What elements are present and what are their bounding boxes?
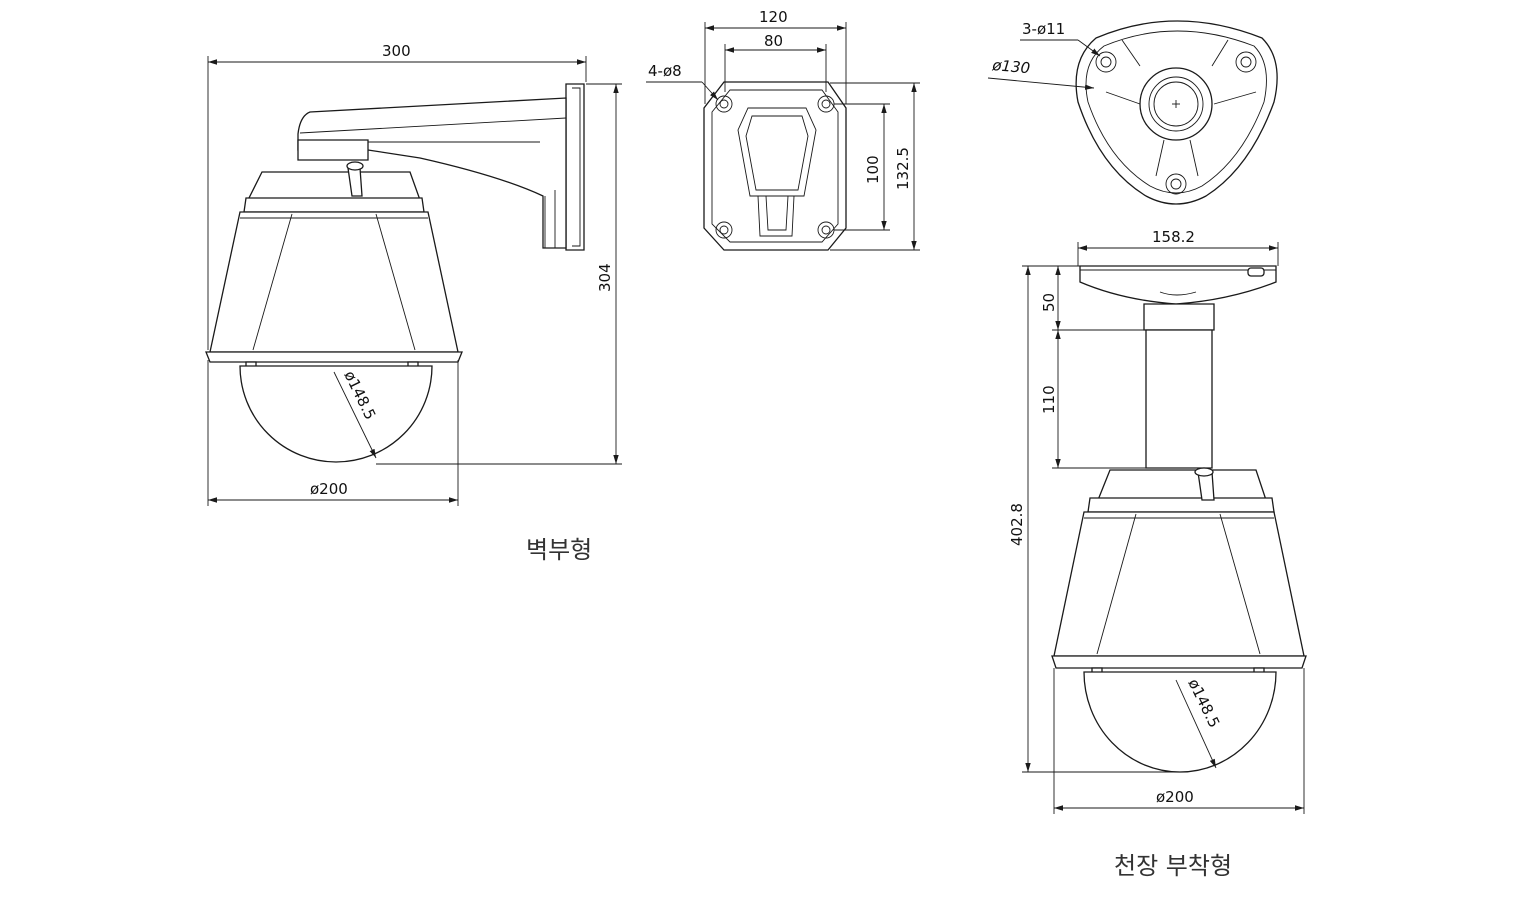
dome-lens [239, 365, 433, 463]
wall-bracket-arm [297, 97, 567, 249]
ceiling-mount-view: ø148.5 158.2 50 110 402.8 ø200 천장 부착형 [1008, 228, 1307, 880]
mounting-plate-view: 120 80 4-ø8 100 132.5 [646, 8, 920, 251]
ceiling-dome-lens [1083, 671, 1277, 773]
wall-base-dim: ø200 [310, 480, 348, 498]
mounting-plate [703, 81, 847, 251]
ceiling-holes-dim: 3-ø11 [1022, 20, 1065, 38]
plate-holes-dim: 4-ø8 [648, 62, 682, 80]
ceiling-circle-dim: ø130 [991, 56, 1031, 77]
housing-body [209, 211, 459, 353]
ceiling-housing-body [1053, 511, 1305, 657]
ceiling-pipe-dim: 110 [1040, 385, 1058, 414]
wall-mount-caption: 벽부형 [526, 536, 592, 564]
ceiling-cap [1079, 265, 1277, 305]
ceiling-mount-caption: 천장 부착형 [1114, 852, 1232, 880]
plate-outer-height-dim: 132.5 [894, 147, 912, 190]
wall-width-dim: 300 [382, 42, 411, 60]
wall-plate [565, 83, 585, 251]
housing-cap [246, 171, 421, 201]
ceiling-top-view: 3-ø11 ø130 [987, 20, 1278, 205]
wall-mount-view: ø148.5 300 304 ø200 벽부형 [205, 42, 622, 564]
ceiling-pipe [1145, 329, 1213, 469]
ceiling-width-dim: 158.2 [1152, 228, 1195, 246]
plate-inner-height-dim: 100 [864, 155, 882, 184]
ceiling-holes [1095, 51, 1257, 195]
ceiling-base-dim: ø200 [1156, 788, 1194, 806]
ceiling-total-dim: 402.8 [1008, 503, 1026, 546]
ceiling-cap-dim: 50 [1040, 293, 1058, 312]
wall-height-dim: 304 [596, 263, 614, 292]
plate-outer-dim: 120 [759, 8, 788, 26]
plate-inner-dim: 80 [764, 32, 783, 50]
